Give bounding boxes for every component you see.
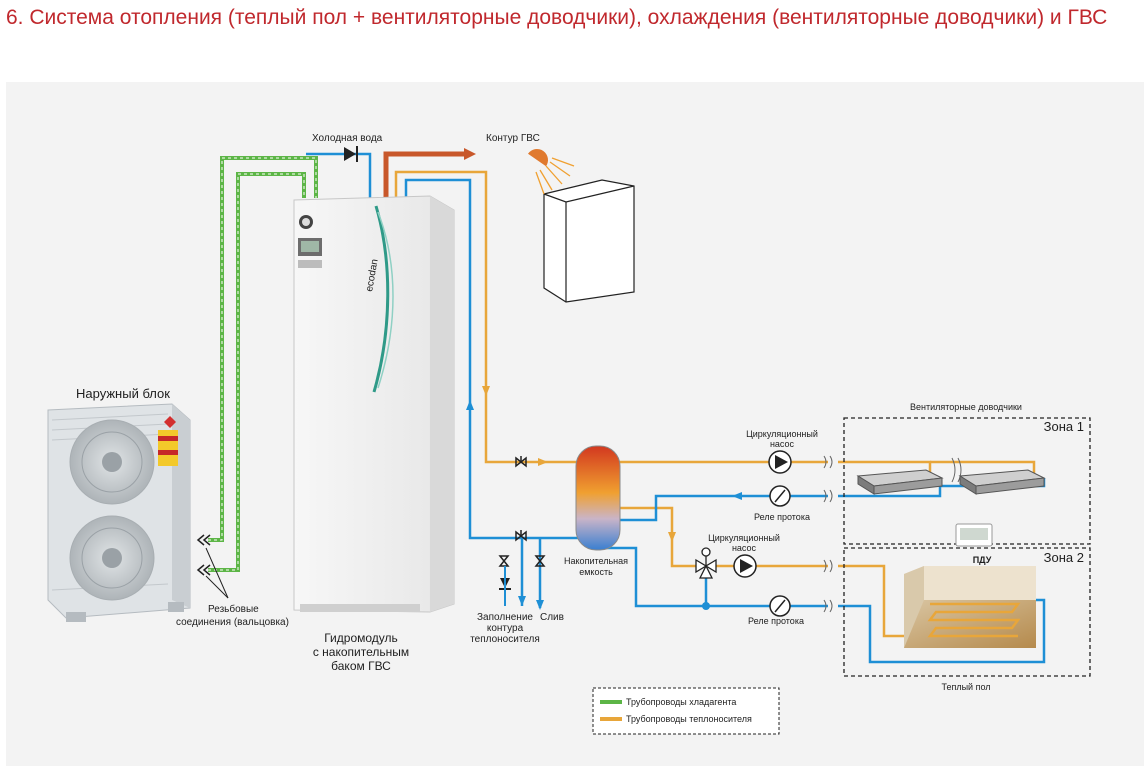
cold-water-pipe: [306, 152, 372, 198]
threaded-label-line1: Резьбовые: [208, 603, 259, 615]
page-title: 6. Система отопления (теплый пол + венти…: [6, 6, 1108, 29]
outdoor-unit-label: Наружный блок: [76, 386, 170, 401]
pump1-label-line2: насос: [770, 439, 795, 449]
flare-connection-icon: [196, 534, 211, 576]
hydro-label-line2: с накопительным: [313, 645, 409, 659]
dhw-loop-label: Контур ГВС: [486, 133, 540, 144]
dhw-cabinet: [543, 179, 635, 303]
tank-label-line2: емкость: [579, 567, 613, 577]
hydro-module: ecodan: [293, 195, 455, 613]
coolant-arrows: [482, 386, 916, 640]
fill-label-line3: теплоносителя: [470, 634, 540, 645]
hydro-label-line1: Гидромодуль: [324, 631, 398, 645]
pump1-label-line1: Циркуляционный: [746, 429, 818, 439]
warm-floor-icon: [904, 566, 1036, 648]
relay1-label: Реле протока: [754, 512, 810, 522]
pump2-label-line2: насос: [732, 543, 757, 553]
floor-label: Теплый пол: [941, 682, 990, 692]
zone2-label: Зона 2: [1044, 550, 1084, 565]
fill-label-line2: контура: [487, 623, 524, 634]
pipe-break-marks: [823, 455, 962, 613]
tank-label-line1: Накопительная: [564, 556, 628, 566]
fan-coils-label: Вентиляторные доводчики: [910, 402, 1022, 412]
dhw-hot-pipe: [383, 148, 476, 198]
threaded-label-line2: соединения (вальцовка): [176, 617, 289, 628]
relay2-label: Реле протока: [748, 616, 804, 626]
storage-tank: [575, 445, 621, 551]
return-arrows: [466, 400, 742, 610]
zone-2-box: [843, 547, 1091, 677]
hydro-label-line3: баком ГВС: [331, 659, 391, 673]
zone-1-box: [843, 417, 1091, 545]
remote-controller-icon: [955, 523, 993, 547]
shower-head-icon: [527, 149, 575, 195]
legend-refrigerant-label: Трубопроводы хладагента: [626, 697, 736, 707]
drain-label: Слив: [540, 612, 564, 623]
three-way-valve-icon: [695, 547, 717, 579]
pump2-label-line1: Циркуляционный: [708, 533, 780, 543]
legend: [592, 687, 780, 735]
cold-water-label: Холодная вода: [312, 133, 383, 144]
fan-coil-unit-icon: [856, 469, 1046, 495]
check-valve-icon: [344, 146, 358, 162]
junction-dot: [702, 602, 710, 610]
fill-check-valve-icon: [499, 566, 511, 606]
legend-coolant-label: Трубопроводы теплоносителя: [626, 714, 752, 724]
fill-label-line1: Заполнение: [477, 612, 533, 623]
outdoor-unit: [47, 403, 191, 622]
zone1-label: Зона 1: [1044, 419, 1084, 434]
remote-label: ПДУ: [973, 555, 992, 565]
flow-relay-icon: [769, 485, 791, 617]
circulation-pump-icon: [733, 450, 792, 578]
valve-icon: [498, 456, 546, 567]
